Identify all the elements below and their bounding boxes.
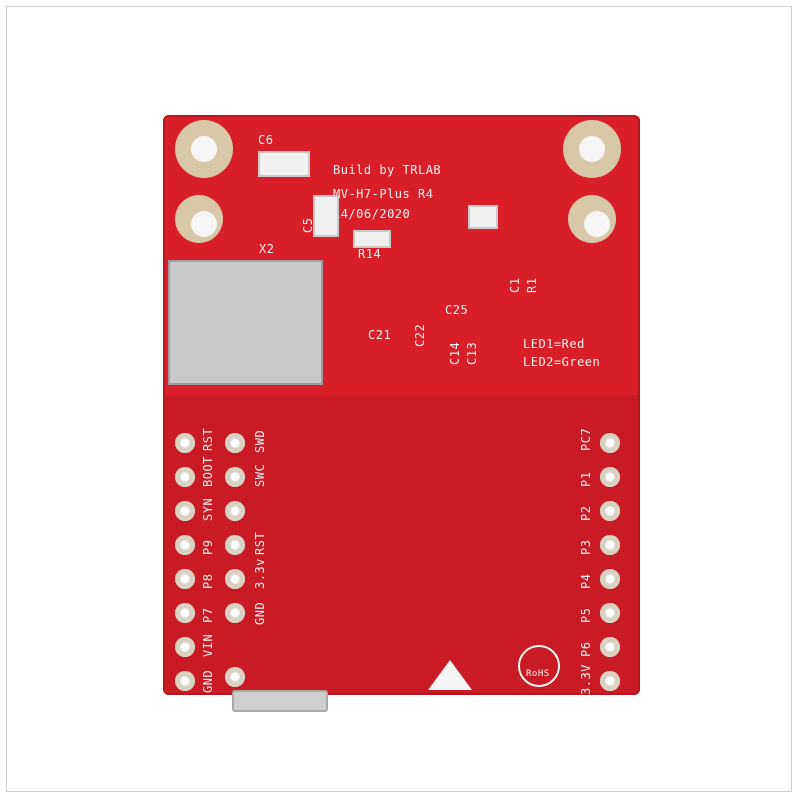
- label-c13: C13: [465, 341, 479, 365]
- pin-label-swd: SWD: [253, 429, 267, 453]
- pin-left-outer-5: [175, 569, 195, 589]
- pin-left-inner-3: [225, 501, 245, 521]
- pin-label-rst-inner: RST: [253, 531, 267, 555]
- pin-right-4: [600, 535, 620, 555]
- pin-right-1: [600, 433, 620, 453]
- sd-card-slot: [168, 260, 323, 385]
- mounting-hole-top-left: [175, 120, 233, 178]
- pin-label-p8: P8: [201, 573, 215, 589]
- pin-left-inner-6: [225, 603, 245, 623]
- pin-right-6: [600, 603, 620, 623]
- pin-label-p1: P1: [579, 471, 593, 487]
- pin-left-inner-1: [225, 433, 245, 453]
- pin-left-inner-2: [225, 467, 245, 487]
- pin-right-8: [600, 671, 620, 691]
- usb-connector: [232, 690, 328, 712]
- capacitor-c5: [313, 195, 339, 237]
- pin-left-outer-1: [175, 433, 195, 453]
- pin-left-outer-2: [175, 467, 195, 487]
- pin-label-3v3-inner: 3.3v: [253, 558, 267, 589]
- label-c22: C22: [413, 323, 427, 347]
- capacitor-c6: [258, 151, 310, 177]
- pin-label-p5: P5: [579, 607, 593, 623]
- photo-frame: [6, 6, 792, 792]
- pin-label-gnd-inner: GND: [253, 601, 267, 625]
- pin-left-outer-8: [175, 671, 195, 691]
- led-legend-2: LED2=Green: [523, 355, 601, 369]
- resistor-top-right: [468, 205, 498, 229]
- label-c14: C14: [448, 341, 462, 365]
- pin-left-outer-7: [175, 637, 195, 657]
- pin-label-rst: RST: [201, 427, 215, 451]
- pin-label-p6: P6: [579, 641, 593, 657]
- pin-label-gnd: GND: [201, 669, 215, 693]
- label-x2: X2: [259, 242, 275, 256]
- pin-label-vin: VIN: [201, 633, 215, 657]
- label-c25: C25: [445, 303, 469, 317]
- pin-label-boot: BOOT: [201, 456, 215, 487]
- label-c6: C6: [258, 133, 274, 147]
- label-r14: R14: [358, 247, 382, 261]
- pin-right-5: [600, 569, 620, 589]
- mounting-hole-left: [175, 195, 223, 243]
- header-line-1: Build by TRLAB: [333, 163, 442, 177]
- pin-label-p2: P2: [579, 505, 593, 521]
- header-line-2: MV-H7-Plus R4: [333, 187, 434, 201]
- pin-left-outer-6: [175, 603, 195, 623]
- pin-label-p3: P3: [579, 539, 593, 555]
- pin-label-swc: SWC: [253, 463, 267, 487]
- pin-left-outer-4: [175, 535, 195, 555]
- led-legend-1: LED1=Red: [523, 337, 585, 351]
- label-c1: C1: [508, 277, 522, 293]
- pin-label-syn: SYN: [201, 497, 215, 521]
- resistor-r14: [353, 230, 391, 248]
- pad-bottom-left: [225, 667, 245, 687]
- pin-label-p4: P4: [579, 573, 593, 589]
- pcb-board: Build by TRLAB MV-H7-Plus R4 14/06/2020 …: [163, 115, 640, 695]
- pin-right-2: [600, 467, 620, 487]
- header-line-3: 14/06/2020: [333, 207, 411, 221]
- pin-left-inner-4: [225, 535, 245, 555]
- label-c21: C21: [368, 328, 392, 342]
- pin-label-pc7: PC7: [579, 427, 593, 451]
- pin-left-outer-3: [175, 501, 195, 521]
- mounting-hole-right: [568, 195, 616, 243]
- warning-triangle-icon: [428, 660, 472, 690]
- mounting-hole-top-right: [563, 120, 621, 178]
- label-r1: R1: [525, 277, 539, 293]
- pin-right-3: [600, 501, 620, 521]
- pin-left-inner-5: [225, 569, 245, 589]
- pin-label-p7: P7: [201, 607, 215, 623]
- pin-label-3v3-right: 3.3V: [579, 664, 593, 695]
- rohs-label: RoHS: [526, 669, 550, 679]
- pin-right-7: [600, 637, 620, 657]
- pin-label-p9: P9: [201, 539, 215, 555]
- rohs-logo: RoHS: [518, 645, 560, 687]
